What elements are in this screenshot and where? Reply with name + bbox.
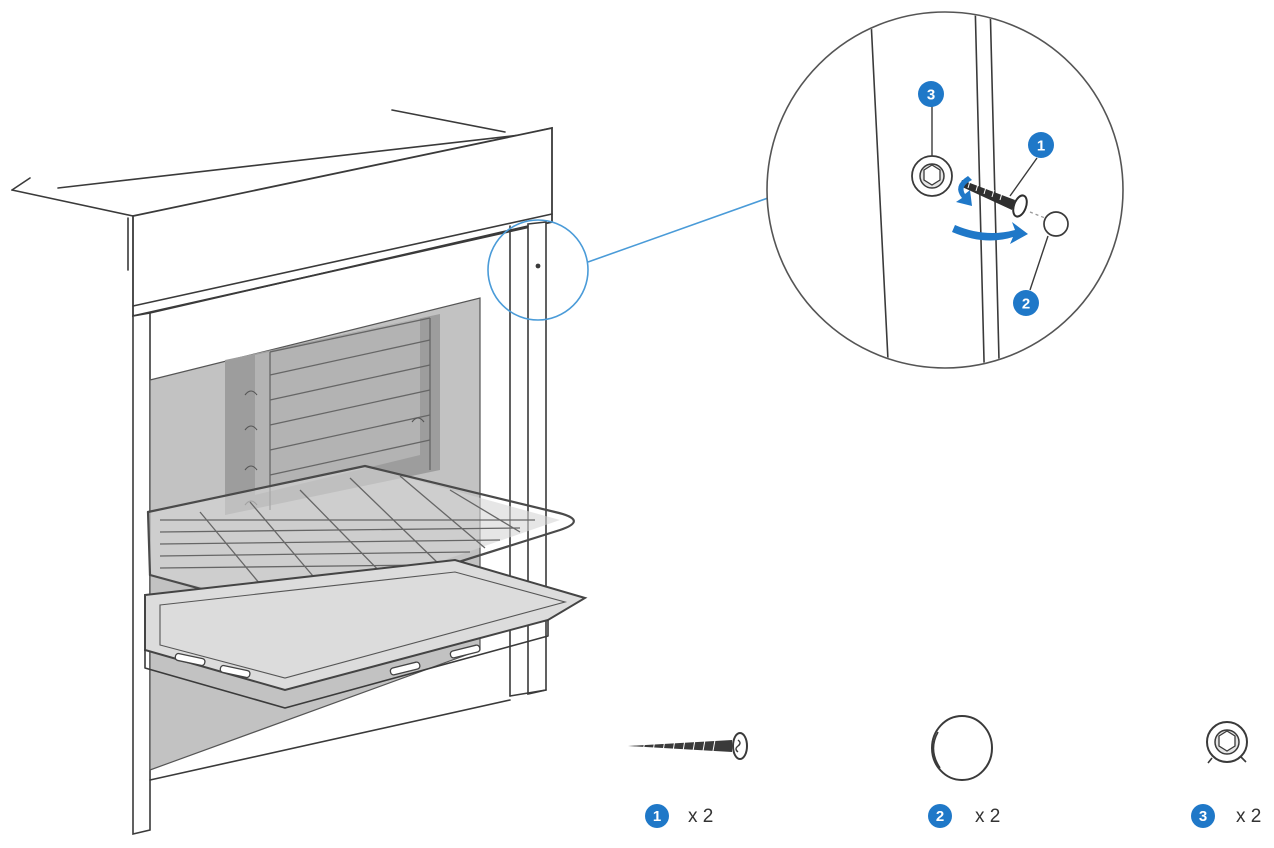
baking-tray: [144, 558, 588, 709]
callout-badge-3: 3: [918, 81, 944, 107]
svg-text:3: 3: [1199, 808, 1207, 825]
screw-icon: [628, 732, 748, 760]
wire-rack: [146, 464, 575, 615]
parts-list: 1 x 2 2 x 2 3 x 2: [628, 715, 1261, 828]
svg-text:2: 2: [1022, 296, 1030, 313]
svg-text:x 2: x 2: [1236, 806, 1261, 827]
svg-text:3: 3: [927, 87, 935, 104]
callout-badge-2: 2: [1013, 290, 1039, 316]
insert-arrow-icon: [952, 176, 1028, 244]
svg-text:2: 2: [936, 808, 944, 825]
cover-cap-detail-icon: [1029, 211, 1069, 237]
detail-highlight: [487, 197, 769, 321]
svg-text:1: 1: [1037, 138, 1045, 155]
screw-detail-icon: [960, 180, 1028, 218]
svg-text:1: 1: [653, 808, 661, 825]
part-1-label: 1 x 2: [645, 804, 713, 828]
svg-text:x 2: x 2: [688, 806, 713, 827]
oven-body: [132, 126, 553, 836]
detail-magnifier: 3 1 2: [766, 11, 1124, 369]
svg-text:x 2: x 2: [975, 806, 1000, 827]
bracket-detail-icon: [911, 155, 953, 197]
callout-badge-1: 1: [1028, 132, 1054, 158]
cover-cap-icon: [931, 715, 993, 781]
part-3-label: 3 x 2: [1191, 804, 1261, 828]
bracket-icon: [1206, 721, 1248, 764]
part-2-label: 2 x 2: [928, 804, 1000, 828]
